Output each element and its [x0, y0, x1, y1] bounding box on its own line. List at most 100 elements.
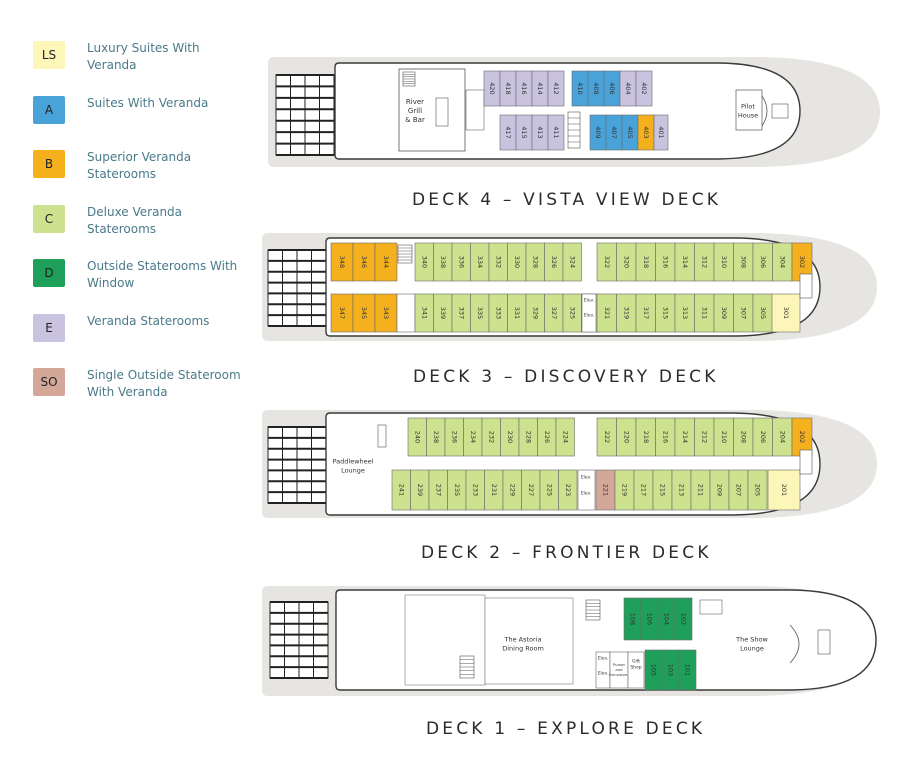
elevator — [577, 469, 596, 511]
elevator-label: Elev. — [598, 656, 609, 662]
stateroom-320: 320 — [616, 242, 637, 282]
label-line: Pilot — [741, 103, 755, 111]
stateroom-number: 307 — [739, 307, 747, 319]
label-line: The Show — [735, 636, 768, 644]
stateroom-406: 406 — [603, 70, 621, 107]
stateroom-340: 340 — [414, 242, 434, 282]
stateroom-405: 405 — [621, 114, 639, 151]
stateroom-321: 321 — [596, 293, 617, 333]
stateroom-224: 224 — [555, 417, 575, 457]
stateroom-number: 346 — [360, 256, 368, 268]
stateroom-232: 232 — [481, 417, 501, 457]
stateroom-number: 327 — [550, 307, 558, 319]
stateroom-number: 344 — [382, 256, 390, 268]
stateroom-409: 409 — [589, 114, 607, 151]
stateroom-cell — [767, 469, 801, 511]
stateroom-number: 239 — [416, 484, 424, 496]
stateroom-number: 222 — [603, 431, 611, 443]
stateroom-number: 308 — [739, 256, 747, 268]
stateroom-number: 416 — [520, 82, 528, 94]
stateroom-number: 232 — [487, 431, 495, 443]
stateroom-number: 330 — [513, 256, 521, 268]
deck-2-title: DECK 2 – FRONTIER DECK — [421, 543, 712, 563]
stateroom-number: 233 — [471, 484, 479, 496]
pilot-house — [735, 89, 763, 131]
elevator-label: Elev. — [598, 671, 609, 677]
stateroom-103: 103 — [661, 649, 680, 691]
stateroom-number: 345 — [360, 307, 368, 319]
stateroom-number: 343 — [382, 307, 390, 319]
stateroom-number: 234 — [469, 431, 477, 443]
stateroom-343: 343 — [374, 293, 398, 333]
legend-label: Single Outside Stateroom With Veranda — [87, 368, 241, 399]
stateroom-number: 406 — [608, 82, 616, 94]
stateroom-105: 105 — [644, 649, 663, 691]
stateroom-345: 345 — [352, 293, 376, 333]
stateroom-241: 241 — [391, 469, 411, 511]
stateroom-number: 235 — [453, 484, 461, 496]
label-line: Lounge — [740, 645, 764, 653]
label-line: Lounge — [341, 467, 365, 475]
paddlewheel — [267, 426, 327, 504]
stateroom-cell — [547, 114, 565, 151]
stateroom-235: 235 — [447, 469, 467, 511]
stateroom-number: 231 — [490, 484, 498, 496]
stateroom-number: 212 — [700, 431, 708, 443]
stateroom-311: 311 — [694, 293, 715, 333]
stateroom-324: 324 — [562, 242, 582, 282]
stateroom-304: 304 — [772, 242, 793, 282]
stateroom-cell — [771, 293, 801, 333]
stateroom-number: 215 — [659, 484, 667, 496]
stateroom-number: 237 — [434, 484, 442, 496]
stateroom-238: 238 — [426, 417, 446, 457]
stateroom-number: 326 — [550, 256, 558, 268]
stateroom-number: 236 — [450, 431, 458, 443]
stateroom-number: 228 — [524, 431, 532, 443]
stateroom-number: 206 — [759, 431, 767, 443]
stateroom-333: 333 — [488, 293, 508, 333]
stateroom-number: 306 — [759, 256, 767, 268]
stateroom-213: 213 — [671, 469, 692, 511]
label-line: House — [738, 112, 758, 120]
stateroom-number: 209 — [716, 484, 724, 496]
stateroom-number: 101 — [684, 664, 692, 676]
stateroom-106: 106 — [640, 597, 659, 641]
stateroom-number: 225 — [545, 484, 553, 496]
stateroom-327: 327 — [544, 293, 564, 333]
stateroom-239: 239 — [410, 469, 430, 511]
stateroom-331: 331 — [507, 293, 527, 333]
label-line: River — [406, 98, 424, 106]
stateroom-214: 214 — [674, 417, 695, 457]
stateroom-number: 229 — [508, 484, 516, 496]
stateroom-308: 308 — [733, 242, 754, 282]
stateroom-417: 417 — [499, 114, 517, 151]
stateroom-number: 314 — [681, 256, 689, 268]
stateroom-cell — [555, 417, 575, 457]
legend-swatch: SO — [33, 368, 65, 396]
stateroom-325: 325 — [562, 293, 582, 333]
stateroom-346: 346 — [352, 242, 376, 282]
stateroom-cell — [653, 114, 669, 151]
stateroom-329: 329 — [525, 293, 545, 333]
label-line: The Astoria — [504, 636, 542, 644]
paddlewheel — [269, 601, 329, 679]
stateroom-number: 340 — [420, 256, 428, 268]
legend-label: Veranda Staterooms — [87, 313, 210, 328]
stateroom-number: 411 — [552, 126, 560, 138]
stateroom-cell — [678, 649, 697, 691]
stateroom-336: 336 — [451, 242, 471, 282]
stateroom-223: 223 — [558, 469, 578, 511]
stateroom-341: 341 — [414, 293, 434, 333]
stateroom-212: 212 — [694, 417, 715, 457]
stateroom-number: 238 — [432, 431, 440, 443]
stateroom-210: 210 — [713, 417, 734, 457]
stateroom-228: 228 — [518, 417, 538, 457]
stateroom-number: 341 — [420, 307, 428, 319]
stateroom-104: 104 — [657, 597, 676, 641]
stateroom-number: 339 — [439, 307, 447, 319]
stateroom-411: 411 — [547, 114, 565, 151]
stateroom-number: 313 — [681, 307, 689, 319]
